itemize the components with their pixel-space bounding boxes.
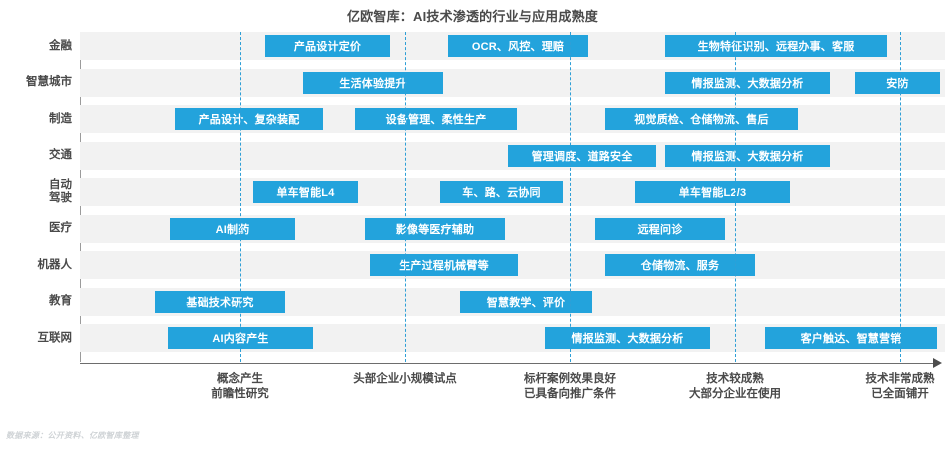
x-axis-label-1: 概念产生前瞻性研究	[155, 372, 325, 402]
chart-row: 产品设计、复杂装配 设备管理、柔性生产 视觉质检、仓储物流、售后	[80, 105, 945, 133]
bar-label[interactable]: 视觉质检、仓储物流、售后	[605, 108, 798, 130]
row-label-7: 教育	[0, 295, 72, 308]
x-axis-label-line: 标杆案例效果良好	[524, 373, 616, 385]
row-label-4: 自动驾驶	[0, 179, 72, 205]
chart-row: 产品设计定价 OCR、风控、理赔 生物特征识别、远程办事、客服	[80, 32, 945, 60]
row-label-8: 互联网	[0, 331, 73, 345]
gridline-3	[570, 32, 571, 362]
bar-label[interactable]: 远程问诊	[595, 217, 725, 240]
row-label-line: 金融	[49, 39, 72, 52]
chart-row: 单车智能L4 车、路、云协同 单车智能L2/3	[80, 178, 945, 206]
bar-label[interactable]: OCR、风控、理赔	[448, 35, 588, 57]
bar-label[interactable]: 设备管理、柔性生产	[355, 108, 517, 130]
row-label-5: 医疗	[0, 222, 72, 235]
row-label-0: 金融	[0, 40, 72, 53]
bar-label[interactable]: 车、路、云协同	[440, 181, 563, 203]
row-label-line: 教育	[49, 295, 72, 307]
gridline-2	[405, 32, 406, 362]
row-label-line: 医疗	[49, 222, 72, 234]
bar-label[interactable]: 智慧教学、评价	[460, 290, 592, 313]
x-axis-label-line: 已全面铺开	[871, 388, 929, 400]
x-axis-label-5: 技术非常成熟已全面铺开	[815, 372, 945, 402]
row-label-line: 自动	[49, 179, 72, 191]
bar-label[interactable]: 情报监测、大数据分析	[665, 71, 830, 94]
chart-row: 生产过程机械臂等 仓储物流、服务	[80, 251, 945, 279]
x-axis-label-line: 前瞻性研究	[211, 388, 269, 400]
x-axis-label-line: 头部企业小规模试点	[353, 373, 457, 385]
bar-label[interactable]: 生活体验提升	[303, 71, 443, 94]
x-axis-label-line: 已具备向推广条件	[524, 388, 616, 400]
page-title: 亿欧智库：AI技术渗透的行业与应用成熟度	[346, 9, 598, 24]
source-footnote: 数据来源：公开资料、亿欧智库整理	[6, 431, 139, 440]
row-label-2: 制造	[0, 113, 72, 126]
bar-label[interactable]: 情报监测、大数据分析	[545, 327, 710, 349]
bar-label[interactable]: 单车智能L4	[253, 181, 358, 203]
bar-label[interactable]: 影像等医疗辅助	[365, 217, 505, 240]
bar-label[interactable]: 生产过程机械臂等	[370, 254, 518, 276]
gridline-1	[240, 32, 241, 362]
x-axis-label-2: 头部企业小规模试点	[320, 372, 490, 387]
gridline-5	[900, 32, 901, 362]
row-label-line: 驾驶	[49, 192, 72, 204]
row-label-6: 机器人	[0, 258, 73, 272]
chart-row: AI内容产生情报监测、大数据分析客户触达、智慧营销	[80, 324, 945, 352]
x-axis-label-line: 技术较成熟	[706, 373, 764, 385]
row-label-line: 交通	[49, 149, 72, 161]
x-axis-label-4: 技术较成熟大部分企业在使用	[650, 372, 820, 402]
gridline-4	[735, 32, 736, 362]
bar-label[interactable]: AI制药	[170, 217, 295, 240]
x-axis-line	[80, 363, 935, 364]
x-axis-label-3: 标杆案例效果良好已具备向推广条件	[485, 372, 655, 402]
row-label-3: 交通	[0, 149, 72, 162]
row-label-line: 制造	[49, 112, 72, 125]
row-label-1: 智慧城市	[0, 76, 72, 89]
bar-label[interactable]: 单车智能L2/3	[635, 181, 790, 203]
chart-row: 管理调度、道路安全情报监测、大数据分析	[80, 141, 945, 170]
chart-row: AI制药 影像等医疗辅助 远程问诊	[80, 214, 945, 243]
x-axis-label-line: 大部分企业在使用	[689, 388, 781, 400]
bar-label[interactable]: 仓储物流、服务	[605, 254, 755, 276]
row-label-line: 智慧城市	[26, 76, 72, 88]
x-axis-label-line: 技术非常成熟	[865, 373, 935, 385]
chart-row: 生活体验提升 情报监测、大数据分析 安防	[80, 68, 945, 97]
bar-label[interactable]: 产品设计定价	[265, 35, 390, 57]
bar-label[interactable]: 生物特征识别、远程办事、客服	[665, 35, 887, 57]
row-label-line: 机器人	[37, 258, 73, 271]
bar-label[interactable]: 管理调度、道路安全	[508, 144, 656, 167]
bar-label[interactable]: 客户触达、智慧营销	[765, 327, 937, 349]
row-label-line: 互联网	[37, 331, 73, 344]
bar-label[interactable]: 基础技术研究	[155, 290, 285, 313]
bar-label[interactable]: 产品设计、复杂装配	[175, 108, 323, 130]
bar-label[interactable]: 情报监测、大数据分析	[665, 144, 830, 167]
x-axis-arrow-icon	[933, 358, 942, 368]
chart-row: 基础技术研究 智慧教学、评价	[80, 287, 945, 316]
x-axis-label-line: 概念产生	[217, 373, 263, 385]
bar-label[interactable]: 安防	[855, 71, 940, 94]
